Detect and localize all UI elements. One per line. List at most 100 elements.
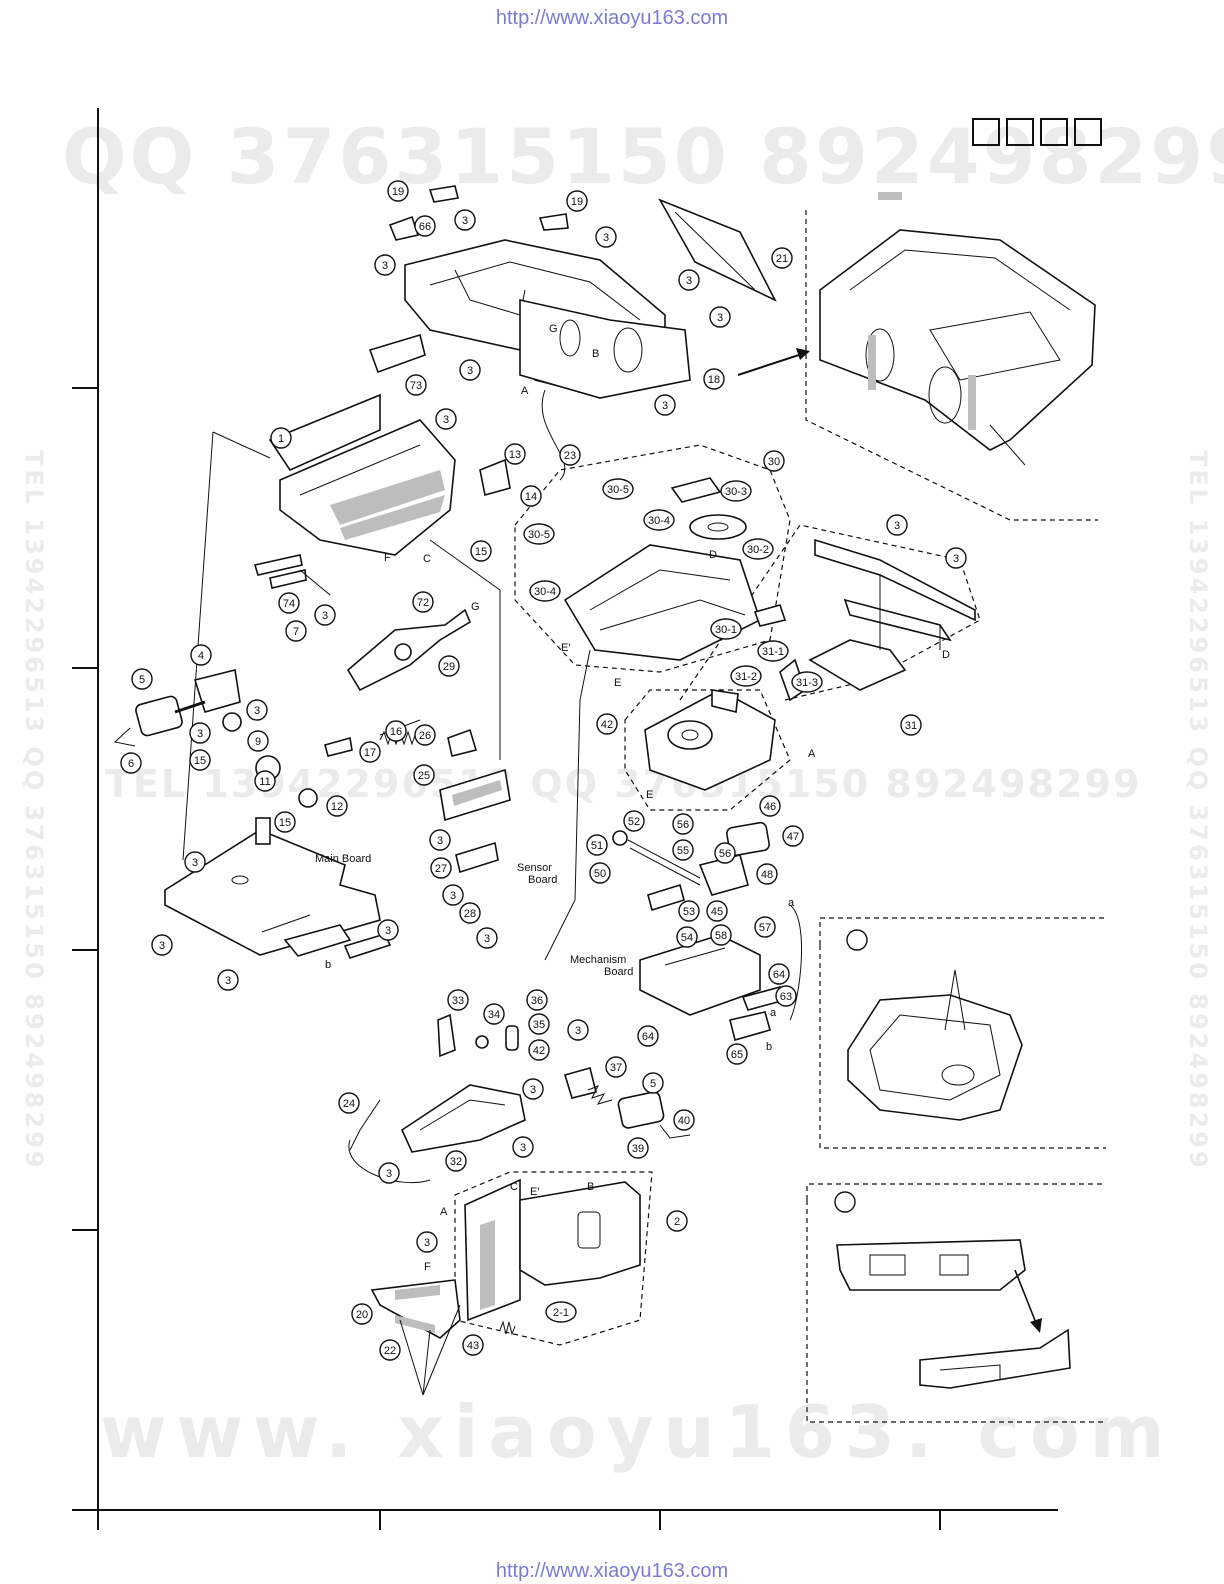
part-number-15: 15: [279, 817, 291, 829]
part-number-3: 3: [717, 312, 723, 324]
header-url[interactable]: http://www.xiaoyu163.com: [495, 7, 729, 29]
part-number-3: 3: [894, 520, 900, 532]
callout-chassis: [737, 192, 1096, 466]
part-number-72: 72: [417, 597, 429, 609]
part-number-3: 3: [603, 232, 609, 244]
part-number-14: 14: [525, 491, 537, 503]
part-callout-53: [678, 900, 700, 922]
part-callout-34: [483, 1003, 505, 1025]
part-callout-3: [709, 306, 731, 328]
part-number-51: 51: [591, 840, 603, 852]
part-callout-2-1: [545, 1301, 577, 1323]
part-callout-19: [566, 190, 588, 212]
part-number-55: 55: [677, 845, 689, 857]
part-number-3: 3: [450, 890, 456, 902]
part-callout-63: [775, 985, 797, 1007]
part-callout-30-3: [720, 480, 752, 502]
part-callout-22: [379, 1339, 401, 1361]
part-callout-31-2: [730, 665, 762, 687]
part-callout-64: [637, 1025, 659, 1047]
part-number-3: 3: [462, 215, 468, 227]
part-callout-30-4: [529, 580, 561, 602]
part-number-48: 48: [761, 869, 773, 881]
part-callout-7: [285, 620, 307, 642]
inset-upper: [846, 929, 1023, 1121]
reference-letter-b: b: [325, 959, 331, 971]
label-sensor-board-1: Sensor: [517, 862, 552, 874]
part-callout-16: [385, 720, 407, 742]
part-number-25: 25: [418, 770, 430, 782]
left-motor: [113, 669, 318, 808]
part-callout-5: [642, 1072, 664, 1094]
part-callout-33: [447, 989, 469, 1011]
part-callout-3: [886, 514, 908, 536]
reference-letter-A: A: [440, 1206, 448, 1218]
label-main-board: Main Board: [315, 853, 372, 865]
part-number-47: 47: [787, 831, 799, 843]
part-callout-3: [151, 934, 173, 956]
callouts: 122-133333333333333333333333334556791112…: [120, 180, 967, 1361]
label-sensor-board-2: Board: [528, 874, 558, 886]
label-mechanism-board-2: Board: [604, 966, 634, 978]
part-number-64: 64: [642, 1031, 654, 1043]
part-callout-15: [274, 811, 296, 833]
part-number-58: 58: [715, 930, 727, 942]
part-number-5: 5: [650, 1078, 656, 1090]
part-number-29: 29: [443, 661, 455, 673]
part-number-3: 3: [520, 1142, 526, 1154]
part-number-15: 15: [475, 546, 487, 558]
part-number-1: 1: [278, 433, 284, 445]
part-callout-56: [714, 842, 736, 864]
part-callout-65: [726, 1043, 748, 1065]
part-number-56: 56: [677, 819, 689, 831]
part-number-37: 37: [610, 1062, 622, 1074]
part-callout-31: [900, 714, 922, 736]
part-number-3: 3: [484, 933, 490, 945]
part-callout-3: [377, 919, 399, 941]
part-number-3: 3: [424, 1237, 430, 1249]
part-callout-3: [435, 408, 457, 430]
part-number-3: 3: [662, 400, 668, 412]
part-number-43: 43: [467, 1340, 479, 1352]
part-callout-30-2: [742, 538, 774, 560]
part-callout-3: [476, 927, 498, 949]
part-number-5: 5: [139, 674, 145, 686]
part-number-3: 3: [467, 365, 473, 377]
part-callout-30-4: [643, 509, 675, 531]
reference-letter-E-prime: E': [561, 642, 570, 654]
part-callout-3: [246, 699, 268, 721]
part-number-65: 65: [731, 1049, 743, 1061]
reference-letter-C: C: [510, 1181, 518, 1193]
part-callout-28: [459, 902, 481, 924]
part-number-31-1: 31-1: [762, 646, 784, 658]
part-number-30-4: 30-4: [648, 515, 670, 527]
part-number-23: 23: [564, 450, 576, 462]
part-callout-1: [270, 427, 292, 449]
part-callout-9: [247, 730, 269, 752]
part-callout-50: [589, 862, 611, 884]
part-callout-3: [512, 1136, 534, 1158]
part-number-45: 45: [711, 906, 723, 918]
part-number-31: 31: [905, 720, 917, 732]
reference-letter-D: D: [942, 649, 950, 661]
part-callout-12: [326, 795, 348, 817]
part-callout-36: [526, 989, 548, 1011]
part-number-54: 54: [681, 932, 693, 944]
part-callout-6: [120, 752, 142, 774]
part-callout-42: [596, 713, 618, 735]
part-callout-30-5: [602, 478, 634, 500]
reference-letter-F: F: [384, 552, 391, 564]
part-callout-25: [413, 764, 435, 786]
part-callout-74: [278, 592, 300, 614]
part-callout-3: [945, 547, 967, 569]
part-number-3: 3: [953, 553, 959, 565]
bottom-frame: [370, 1178, 641, 1396]
part-number-74: 74: [283, 598, 295, 610]
reference-letter-A: A: [808, 748, 816, 760]
reference-letter-B: B: [587, 1181, 594, 1193]
part-callout-46: [759, 795, 781, 817]
part-callout-56: [672, 813, 694, 835]
part-number-15: 15: [194, 755, 206, 767]
footer-url[interactable]: http://www.xiaoyu163.com: [495, 1560, 729, 1582]
reference-letter-E: E: [646, 789, 653, 801]
